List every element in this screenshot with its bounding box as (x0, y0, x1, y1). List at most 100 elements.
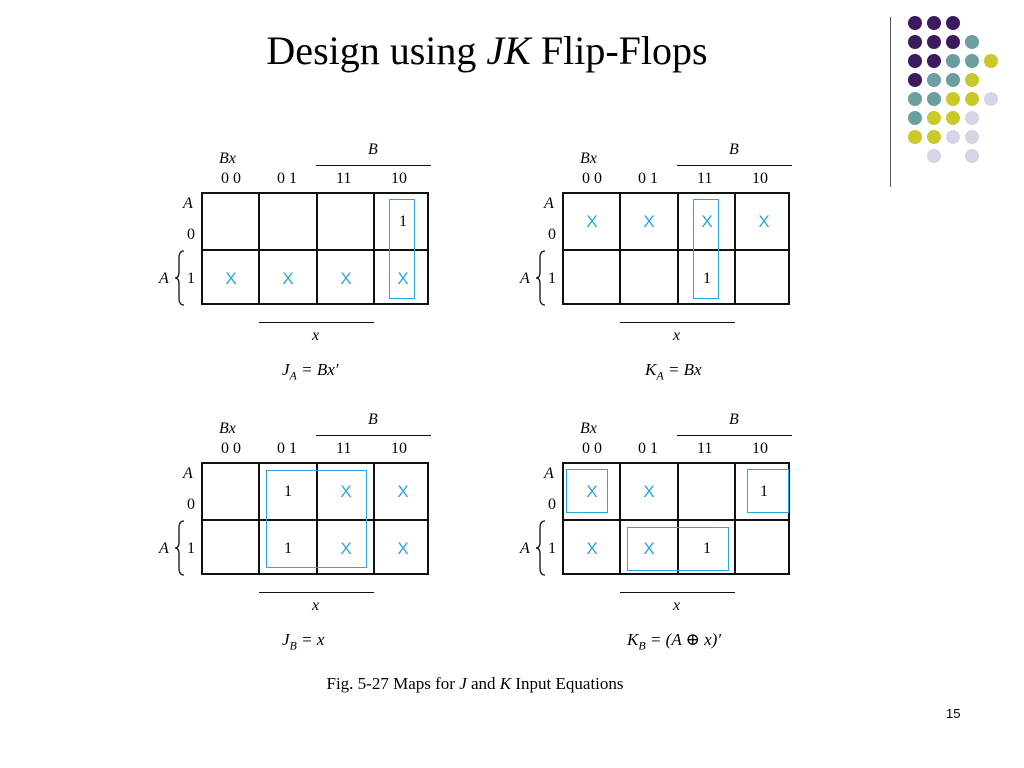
b-bracket (316, 435, 431, 436)
b-label: B (368, 141, 378, 158)
cell-a1-bx10 (736, 251, 792, 307)
col-label-01: 0 1 (277, 170, 297, 187)
dot (908, 92, 922, 106)
dot (946, 16, 960, 30)
cell-a1-bx01 (621, 251, 677, 307)
dot (908, 111, 922, 125)
dot (927, 111, 941, 125)
b-bracket (677, 165, 792, 166)
row-label-0: 0 (187, 496, 195, 513)
a-row-label: A (520, 270, 530, 287)
x-label: x (673, 597, 681, 614)
col-label-01: 0 1 (638, 170, 658, 187)
grouping-box-left (566, 469, 608, 513)
col-label-11: 11 (336, 440, 352, 457)
eq-sub: B (638, 638, 646, 653)
cell-a0-bx00: X (586, 482, 598, 501)
cell-a1-bx01: X (643, 539, 655, 558)
dot (946, 73, 960, 87)
cell-a0-bx11 (318, 194, 374, 250)
kmap-ja: Bx B 0 0 0 1 11 10 A 0 A 1 1 X X X X x J… (159, 136, 459, 386)
row-brace (175, 520, 185, 576)
kmap-grid: X X X X 1 (562, 192, 790, 305)
eq-sub: A (289, 368, 297, 383)
title-suffix: Flip-Flops (530, 28, 708, 73)
dot (927, 73, 941, 87)
col-label-10: 10 (752, 440, 768, 457)
eq-sub: B (289, 638, 297, 653)
cell-a1-bx00 (564, 251, 620, 307)
cell-a1-bx11: X (340, 539, 352, 558)
caption-j: J (459, 674, 467, 693)
equation: JA = Bx′ (282, 360, 339, 383)
kmap-grid: X X 1 X X 1 (562, 462, 790, 575)
eq-sub: A (656, 368, 664, 383)
cell-a1-bx00 (203, 521, 259, 577)
row-brace (536, 520, 546, 576)
cell-a0-bx11: X (340, 482, 352, 501)
dot (927, 130, 941, 144)
col-label-10: 10 (391, 440, 407, 457)
dot (927, 16, 941, 30)
cell-a0-bx01: X (643, 482, 655, 501)
title-jk: JK (486, 28, 531, 73)
cell-a0-bx10: 1 (760, 483, 768, 500)
row-label-0: 0 (187, 226, 195, 243)
cell-a0-bx10: X (397, 482, 409, 501)
cell-a1-bx01: X (282, 269, 294, 288)
eq-var: K (627, 630, 639, 649)
col-label-10: 10 (752, 170, 768, 187)
x-label: x (312, 597, 320, 614)
col-label-00: 0 0 (221, 170, 241, 187)
cell-a1-bx11: 1 (703, 540, 711, 557)
dot (946, 35, 960, 49)
cell-a1-bx10: X (397, 539, 409, 558)
dot (946, 130, 960, 144)
row-label-0: 0 (548, 226, 556, 243)
kmap-kb: Bx B 0 0 0 1 11 10 A 0 A 1 X X 1 X X 1 x… (520, 406, 820, 656)
cell-a0-bx00 (203, 194, 259, 250)
title-divider (890, 17, 891, 187)
cell-a1-bx11: 1 (703, 270, 711, 287)
b-label: B (729, 141, 739, 158)
eq-var: J (282, 630, 290, 649)
caption-k: K (499, 674, 512, 693)
cell-a0-bx01: 1 (284, 483, 292, 500)
kmap-ka: Bx B 0 0 0 1 11 10 A 0 A 1 X X X X 1 x K… (520, 136, 820, 386)
grouping-box-right (747, 469, 789, 513)
cell-a0-bx00: X (586, 212, 598, 231)
row-label-0: 0 (548, 496, 556, 513)
dot (927, 92, 941, 106)
grouping-box (693, 199, 719, 299)
cell-a1-bx10: X (397, 269, 409, 288)
cell-a0-bx11 (679, 464, 735, 520)
col-label-00: 0 0 (221, 440, 241, 457)
page-number: 15 (946, 706, 961, 721)
eq-rhs: = Bx′ (296, 360, 339, 379)
col-label-11: 11 (336, 170, 352, 187)
grouping-box (389, 199, 415, 299)
row-label-1: 1 (548, 270, 556, 287)
dot (984, 92, 998, 106)
equation: KA = Bx (645, 360, 702, 383)
x-label: x (673, 327, 681, 344)
cell-a0-bx01: X (643, 212, 655, 231)
dot (908, 16, 922, 30)
dot (965, 111, 979, 125)
cell-a1-bx00: X (586, 539, 598, 558)
bx-label: Bx (219, 150, 236, 167)
row-label-1: 1 (187, 270, 195, 287)
dot (946, 54, 960, 68)
bx-label: Bx (580, 150, 597, 167)
dot (908, 54, 922, 68)
caption-suffix: Input Equations (511, 674, 624, 693)
row-brace (536, 250, 546, 306)
dot (927, 54, 941, 68)
x-bracket (620, 592, 735, 593)
a-row-label: A (520, 540, 530, 557)
decorative-dot-pattern (908, 14, 1018, 174)
a-row-label: A (159, 540, 169, 557)
dot (927, 149, 941, 163)
dot (965, 130, 979, 144)
kmap-grid: 1 X X X X (201, 192, 429, 305)
